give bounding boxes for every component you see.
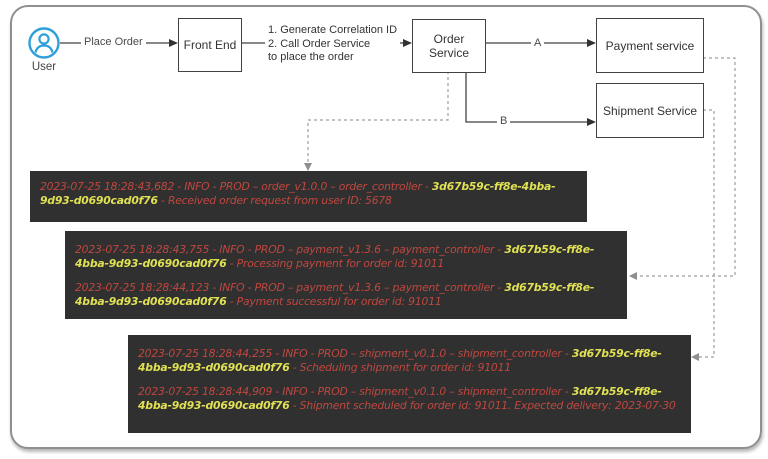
log-message: - Payment successful for order id: 91011 (229, 295, 442, 308)
log-panel-order: 2023-07-25 18:28:43,682 - INFO - PROD – … (30, 171, 587, 222)
solid-arrowheads (169, 39, 596, 126)
log-meta: 2023-07-25 18:28:44,123 - INFO - PROD – … (75, 281, 502, 294)
note-line-3: to place the order (268, 51, 354, 63)
arrowhead-log2-icon (629, 272, 637, 280)
user-label: User (31, 61, 57, 73)
edge-label-a: A (531, 37, 545, 49)
arrowhead-payment-icon (587, 39, 596, 47)
log-entry: 2023-07-25 18:28:44,123 - INFO - PROD – … (75, 281, 617, 309)
node-order-service: Order Service (412, 19, 486, 73)
log-message: - Shipment scheduled for order id: 91011… (292, 399, 676, 412)
log-message: - Scheduling shipment for order id: 9101… (292, 361, 511, 374)
node-payment-service: Payment service (596, 18, 704, 73)
dashed-arrowheads (304, 163, 699, 361)
user-icon (28, 27, 60, 59)
log-meta: 2023-07-25 18:28:44,909 - INFO - PROD – … (138, 385, 569, 398)
connector-payment-log2 (637, 57, 736, 277)
connector-shipment-log3 (699, 109, 715, 358)
note-line-1: 1. Generate Correlation ID (268, 24, 398, 36)
note-line-2: 2. Call Order Service (268, 37, 371, 50)
log-panel-shipment: 2023-07-25 18:28:44,255 - INFO - PROD – … (128, 335, 691, 433)
log-meta: 2023-07-25 18:28:43,682 - INFO - PROD – … (40, 180, 429, 193)
log-correlation-id: 3d67b59c-ff8e-4bba-9d93-d0690cad0f76 (40, 180, 556, 207)
log-message: - Received order request from user ID: 5… (161, 194, 392, 207)
connector-order-log1 (307, 71, 449, 164)
log-meta: 2023-07-25 18:28:43,755 - INFO - PROD – … (75, 243, 502, 256)
diagram-border (10, 5, 762, 449)
log-entry: 2023-07-25 18:28:43,682 - INFO - PROD – … (40, 180, 577, 208)
log-correlation-id: 3d67b59c-ff8e-4bba-9d93-d0690cad0f76 (138, 347, 662, 374)
node-front-end: Front End (178, 18, 242, 72)
log-meta: 2023-07-25 18:28:44,255 - INFO - PROD – … (138, 347, 569, 360)
log-correlation-id: 3d67b59c-ff8e-4bba-9d93-d0690cad0f76 (138, 385, 662, 412)
log-correlation-id: 3d67b59c-ff8e-4bba-9d93-d0690cad0f76 (75, 281, 595, 308)
edge-label-place-order: Place Order (81, 36, 146, 48)
edge-label-b: B (497, 115, 511, 127)
arrowhead-log3-icon (691, 353, 699, 361)
arrowhead-shipment-icon (587, 118, 596, 126)
log-entry: 2023-07-25 18:28:44,909 - INFO - PROD – … (138, 385, 681, 413)
arrowhead-log1-icon (304, 163, 312, 171)
correlation-note: 1. Generate Correlation ID 2. Call Order… (265, 23, 401, 66)
arrowhead-order-icon (403, 39, 412, 47)
log-message: - Processing payment for order id: 91011 (229, 257, 445, 270)
log-correlation-id: 3d67b59c-ff8e-4bba-9d93-d0690cad0f76 (75, 243, 595, 270)
node-shipment-service: Shipment Service (596, 83, 704, 138)
log-entry: 2023-07-25 18:28:44,255 - INFO - PROD – … (138, 347, 681, 375)
log-panel-payment: 2023-07-25 18:28:43,755 - INFO - PROD – … (65, 231, 627, 319)
dashed-connectors (307, 57, 736, 358)
arrowhead-frontend-icon (169, 39, 178, 47)
connector-order-shipment (465, 71, 588, 123)
log-entry: 2023-07-25 18:28:43,755 - INFO - PROD – … (75, 243, 617, 271)
